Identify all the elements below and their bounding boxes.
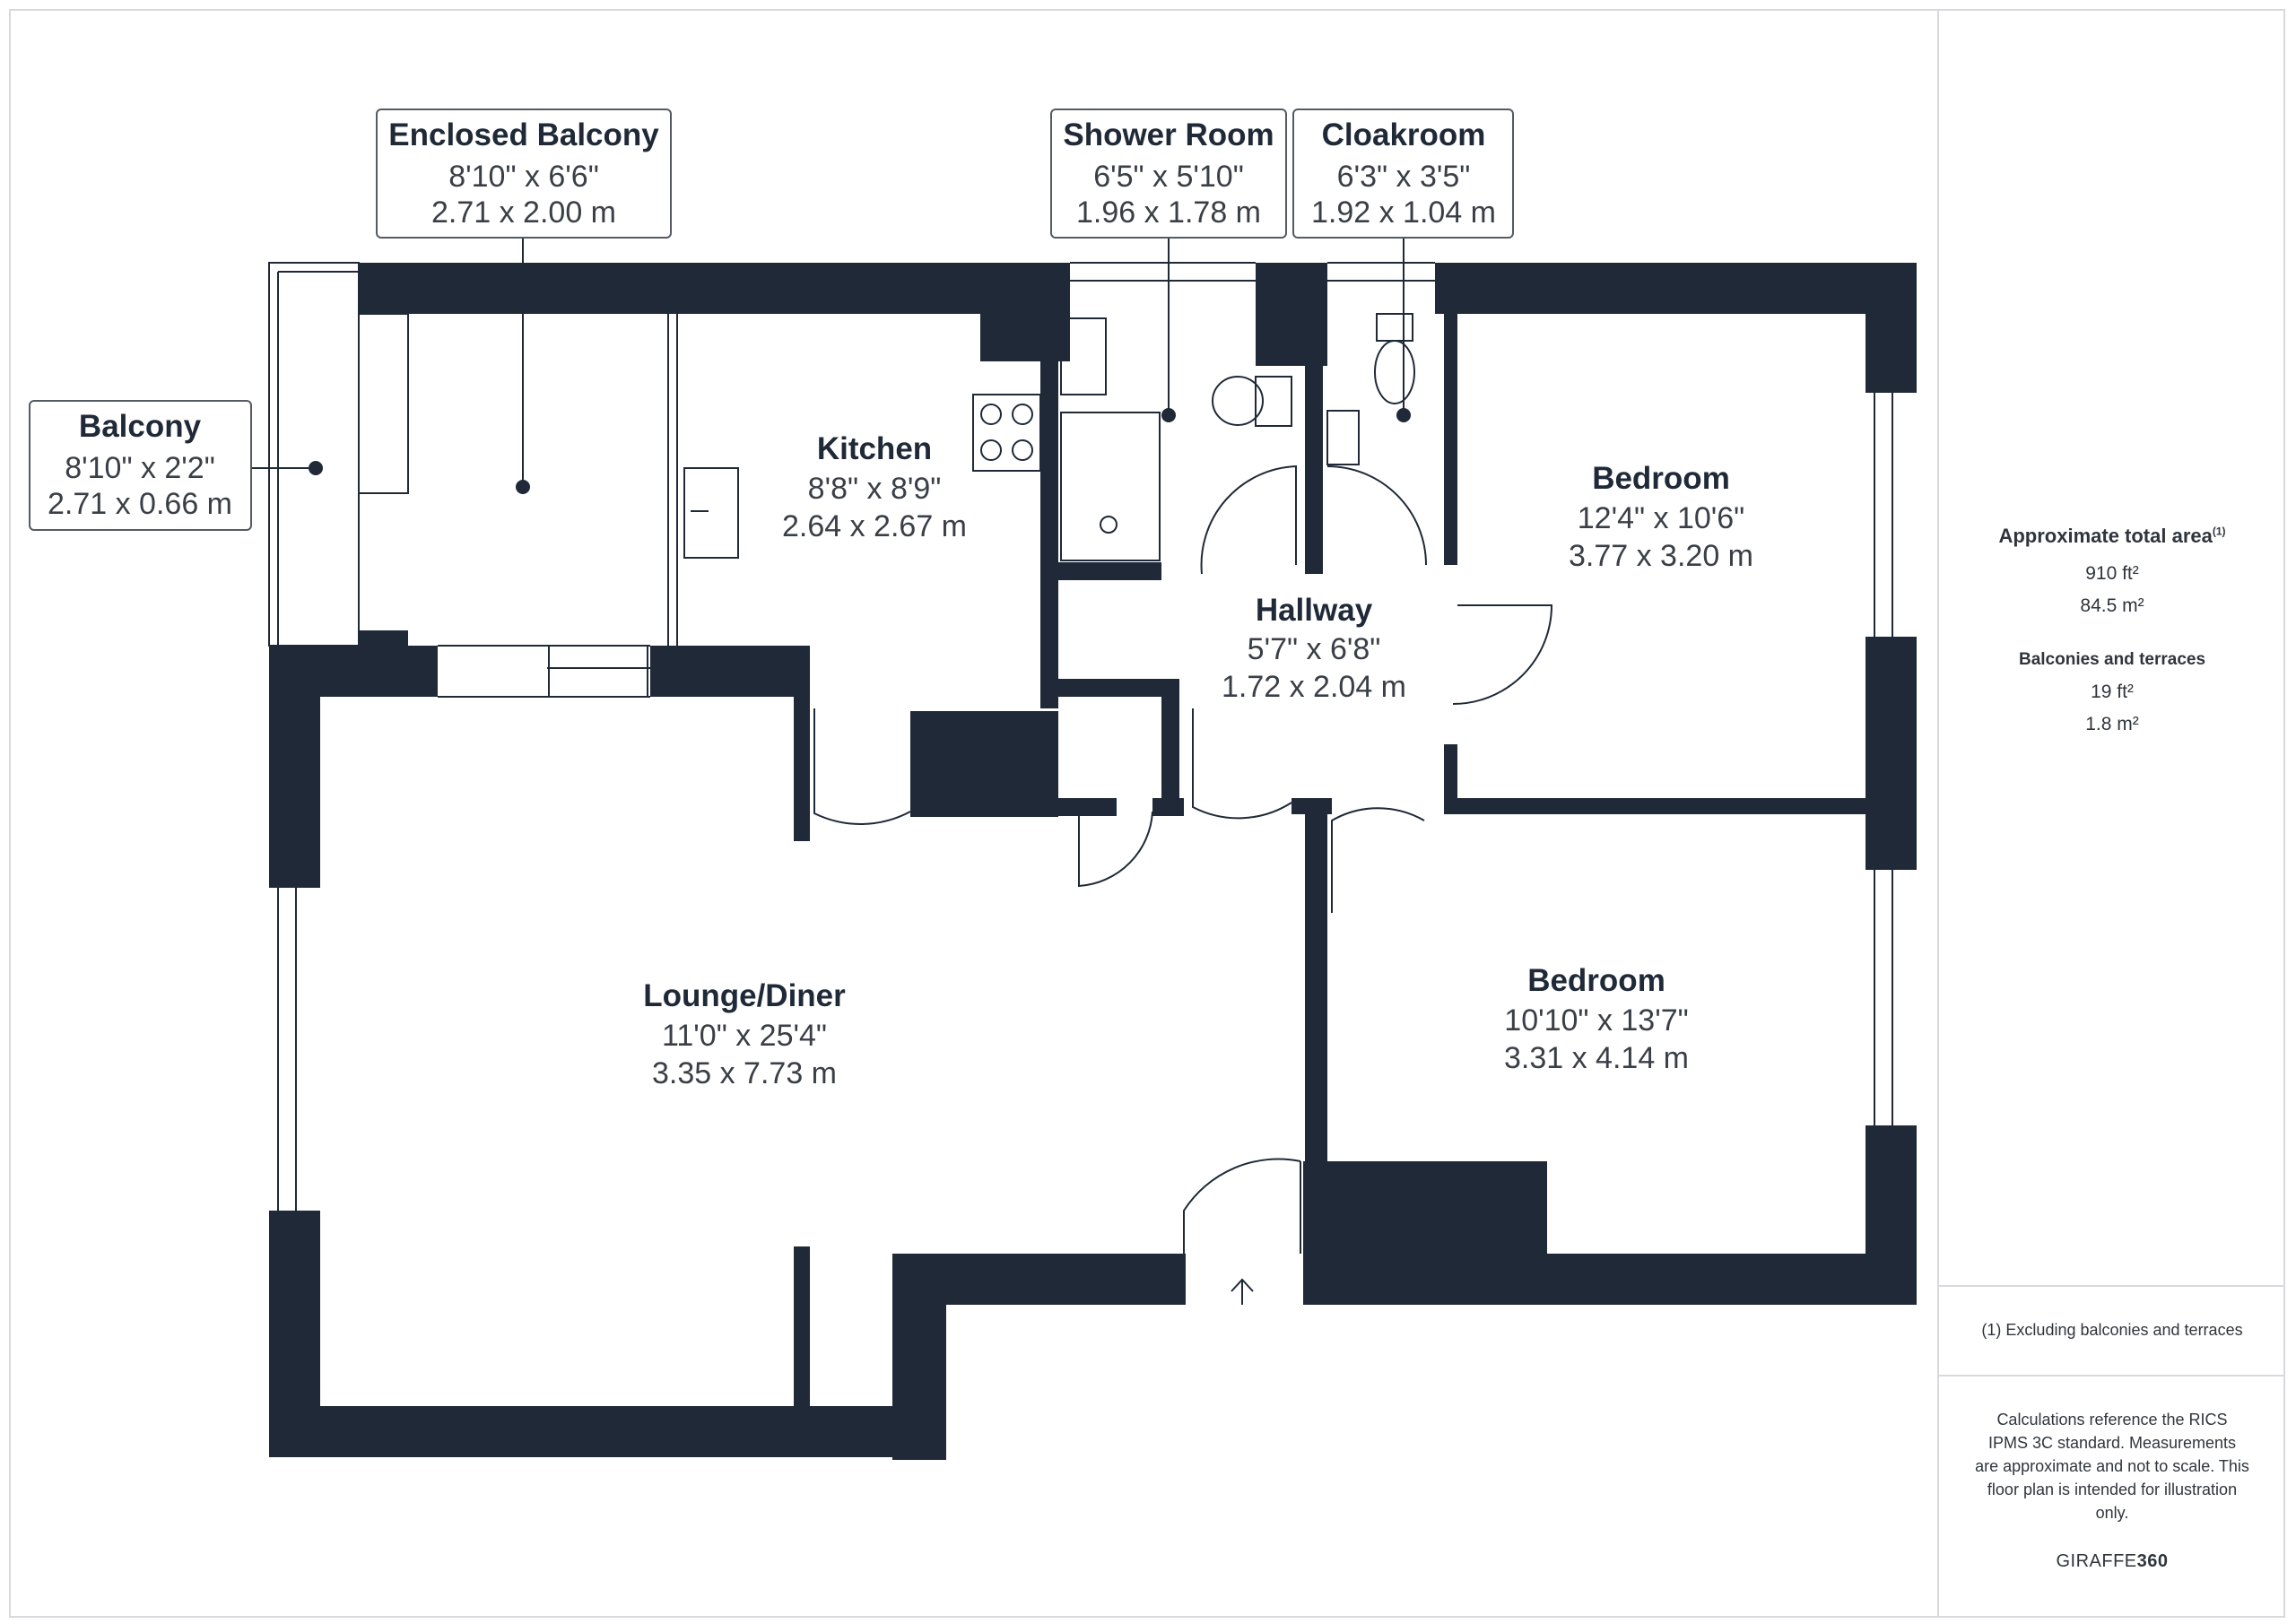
bedroom-1-metric: 3.77 x 3.20 m (1569, 539, 1753, 573)
bedroom-2-imperial: 10'10" x 13'7" (1504, 1003, 1688, 1038)
balconies-title: Balconies and terraces (2018, 650, 2206, 669)
bedroom-2-name: Bedroom (1527, 963, 1665, 998)
sidebar-divider (1939, 1375, 2285, 1376)
kitchen-name: Kitchen (817, 431, 932, 466)
balconies-ft: 19 ft² (2091, 682, 2134, 702)
total-area-ft: 910 ft² (2085, 563, 2139, 584)
total-area-footnote-mark: (1) (2212, 525, 2226, 538)
cloakroom-imperial: 6'3" x 3'5" (1337, 160, 1471, 194)
bedroom-1-imperial: 12'4" x 10'6" (1578, 501, 1744, 535)
sidebar-divider (1939, 1285, 2285, 1287)
fixtures (251, 238, 1893, 1305)
balconies-m: 1.8 m² (2085, 714, 2139, 734)
balcony-imperial: 8'10" x 2'2" (65, 451, 215, 485)
walls (269, 263, 1917, 1460)
total-area-m: 84.5 m² (2080, 595, 2144, 616)
hallway-imperial: 5'7" x 6'8" (1248, 632, 1381, 666)
lounge-name: Lounge/Diner (643, 978, 846, 1013)
balcony-name: Balcony (79, 409, 202, 444)
kitchen-imperial: 8'8" x 8'9" (808, 472, 942, 506)
bedroom-2-metric: 3.31 x 4.14 m (1504, 1041, 1689, 1075)
balcony-metric: 2.71 x 0.66 m (48, 487, 232, 521)
shower-room-metric: 1.96 x 1.78 m (1076, 195, 1261, 230)
brand-logo: GIRAFFE360 (1939, 1551, 2285, 1572)
cloakroom-name: Cloakroom (1322, 117, 1486, 152)
label-boxes (29, 109, 1514, 531)
lounge-metric: 3.35 x 7.73 m (652, 1056, 837, 1090)
total-area-title-text: Approximate total area (1998, 525, 2213, 547)
bedroom-1-name: Bedroom (1592, 461, 1730, 496)
footnote: (1) Excluding balconies and terraces (1981, 1321, 2243, 1339)
brand-logo-light: GIRAFFE (2056, 1551, 2137, 1571)
enclosed-balcony-metric: 2.71 x 2.00 m (431, 195, 616, 230)
page-frame (9, 9, 2285, 1618)
enclosed-balcony-imperial: 8'10" x 6'6" (448, 160, 599, 194)
lounge-imperial: 11'0" x 25'4" (662, 1019, 827, 1053)
disclaimer: Calculations reference the RICS IPMS 3C … (1975, 1411, 2249, 1522)
cloakroom-metric: 1.92 x 1.04 m (1311, 195, 1496, 230)
enclosed-balcony-name: Enclosed Balcony (388, 117, 659, 152)
hallway-metric: 1.72 x 2.04 m (1222, 670, 1406, 704)
labels: Enclosed Balcony 8'10" x 6'6" 2.71 x 2.0… (48, 117, 1753, 1090)
brand-logo-bold: 360 (2136, 1551, 2169, 1571)
total-area-title: Approximate total area(1) (1939, 525, 2285, 548)
summary-panel: Approximate total area(1) 910 ft² 84.5 m… (1937, 9, 2285, 1618)
leader-dots (309, 408, 1411, 494)
shower-room-imperial: 6'5" x 5'10" (1093, 160, 1244, 194)
kitchen-metric: 2.64 x 2.67 m (782, 509, 967, 543)
hallway-name: Hallway (1256, 593, 1373, 628)
shower-room-name: Shower Room (1063, 117, 1274, 152)
